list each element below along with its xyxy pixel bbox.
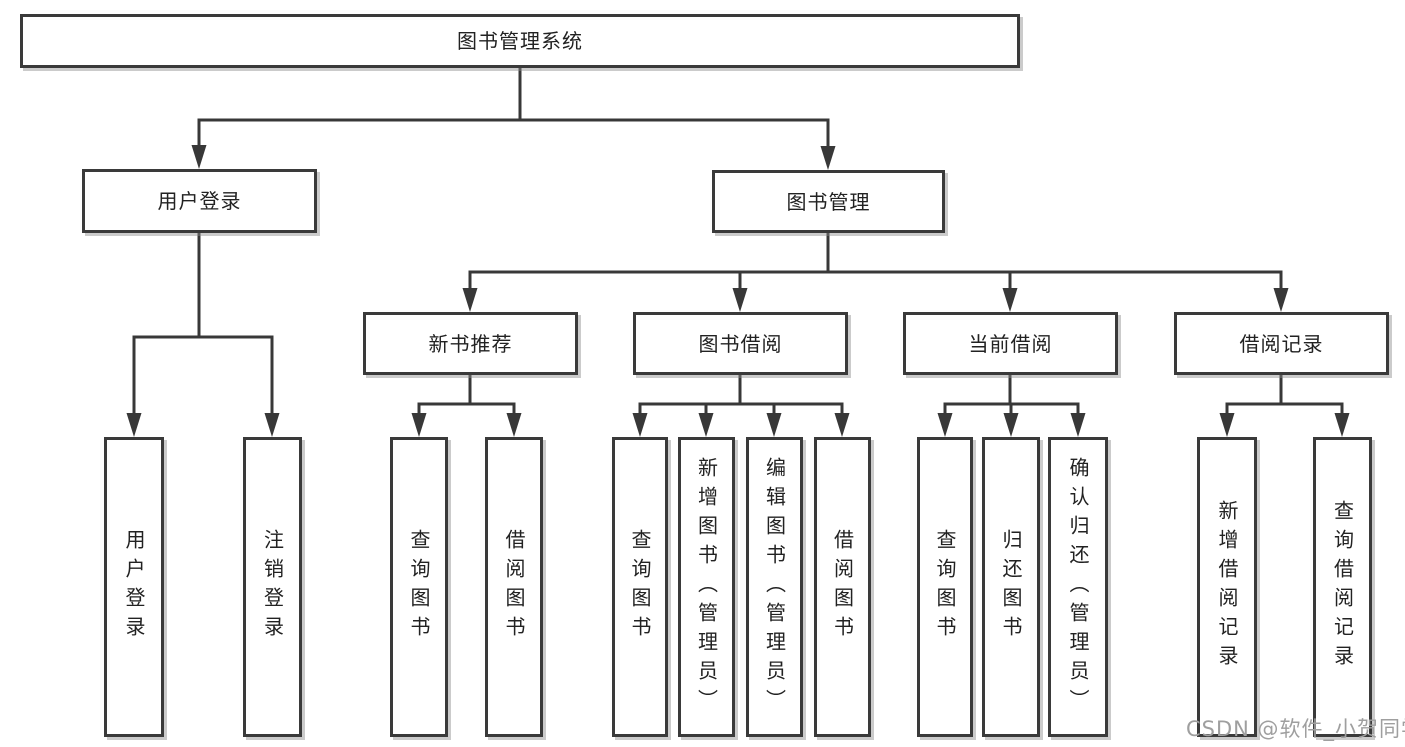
node-label: 用户登录 — [157, 189, 242, 213]
node-label: 图书管理 — [786, 189, 871, 214]
node-label: 查询图书 — [407, 529, 431, 645]
node-borrow-records: 借阅记录 — [1174, 312, 1389, 375]
node-nb-query: 查询图书 — [390, 437, 448, 737]
node-br-add: 新增借阅记录 — [1197, 437, 1257, 737]
node-bb-edit: 编辑图书（管理员） — [746, 437, 803, 737]
node-nb-borrow: 借阅图书 — [485, 437, 543, 737]
node-user-login: 用户登录 — [82, 169, 317, 233]
node-label: 查询借阅记录 — [1330, 500, 1355, 674]
node-label: 用户登录 — [122, 529, 146, 645]
node-login-op: 用户登录 — [104, 437, 164, 737]
node-bb-query: 查询图书 — [612, 437, 668, 737]
node-label: 查询图书 — [628, 529, 652, 645]
node-current-borrow: 当前借阅 — [903, 312, 1118, 375]
node-cb-confirm: 确认归还（管理员） — [1048, 437, 1108, 737]
node-bb-add: 新增图书（管理员） — [678, 437, 735, 737]
node-label: 借阅图书 — [502, 529, 526, 645]
node-book-mgmt: 图书管理 — [712, 170, 945, 233]
node-label: 新增借阅记录 — [1215, 500, 1239, 674]
watermark: CSDN @软件_小贺同学 — [1186, 717, 1405, 741]
node-label: 图书借阅 — [698, 331, 783, 356]
node-label: 注销登录 — [260, 529, 285, 645]
node-label: 图书管理系统 — [457, 29, 583, 53]
node-label: 归还图书 — [999, 529, 1023, 645]
node-label: 新增图书（管理员） — [694, 456, 719, 718]
node-root: 图书管理系统 — [20, 14, 1020, 68]
node-cb-return: 归还图书 — [982, 437, 1040, 737]
node-bb-borrow: 借阅图书 — [814, 437, 871, 737]
node-label: 借阅图书 — [830, 529, 855, 645]
node-label: 当前借阅 — [968, 331, 1053, 356]
node-label: 查询图书 — [933, 529, 957, 645]
node-label: 借阅记录 — [1239, 331, 1324, 356]
node-book-borrow: 图书借阅 — [633, 312, 848, 375]
node-br-query: 查询借阅记录 — [1313, 437, 1372, 737]
node-label: 确认归还（管理员） — [1066, 456, 1090, 718]
node-label: 新书推荐 — [428, 331, 513, 356]
node-label: 编辑图书（管理员） — [762, 456, 787, 718]
node-new-books: 新书推荐 — [363, 312, 578, 375]
node-cb-query: 查询图书 — [917, 437, 973, 737]
node-logout-op: 注销登录 — [243, 437, 302, 737]
